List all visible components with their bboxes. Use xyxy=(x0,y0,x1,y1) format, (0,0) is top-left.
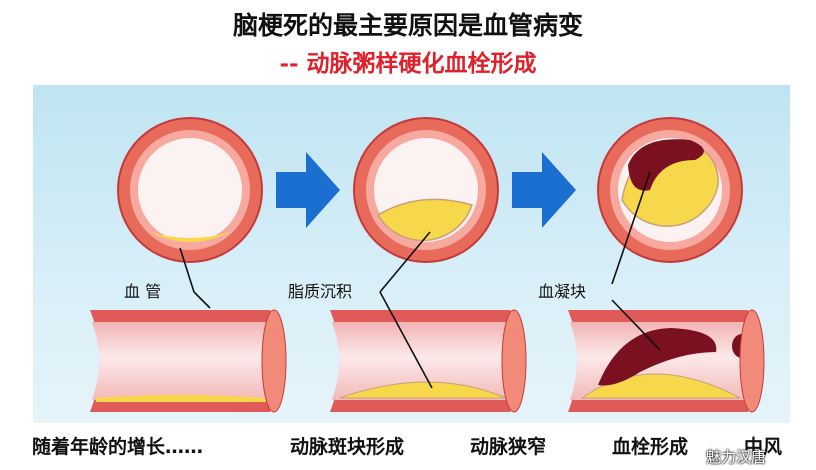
watermark: 魅力汉唐 xyxy=(706,448,767,466)
cross-section-clot xyxy=(597,117,743,263)
vessel-tube-plaque xyxy=(330,309,527,413)
caption-aging: 随着年龄的增长…… xyxy=(32,436,204,458)
vessel-tube-clot xyxy=(568,309,765,413)
page-subtitle: -- 动脉粥样硬化血栓形成 xyxy=(279,50,537,77)
caption-narrowing: 动脉狭窄 xyxy=(470,436,547,458)
cross-section-normal xyxy=(117,117,263,263)
label-lipid: 脂质沉积 xyxy=(288,282,353,301)
arrow-right-icon xyxy=(276,152,340,228)
cross-section-plaque xyxy=(353,117,499,263)
label-vessel: 血 管 xyxy=(124,282,162,301)
leader-lines xyxy=(179,171,661,389)
caption-plaque: 动脉斑块形成 xyxy=(290,436,405,458)
caption-stroke: 中风 xyxy=(744,436,783,458)
label-clot: 血凝块 xyxy=(538,282,587,301)
caption-thrombus: 血栓形成 xyxy=(612,436,689,458)
page-title: 脑梗死的最主要原因是血管病变 xyxy=(232,11,583,40)
arrow-right-icon xyxy=(512,152,576,228)
vessel-tube-normal xyxy=(90,309,287,413)
